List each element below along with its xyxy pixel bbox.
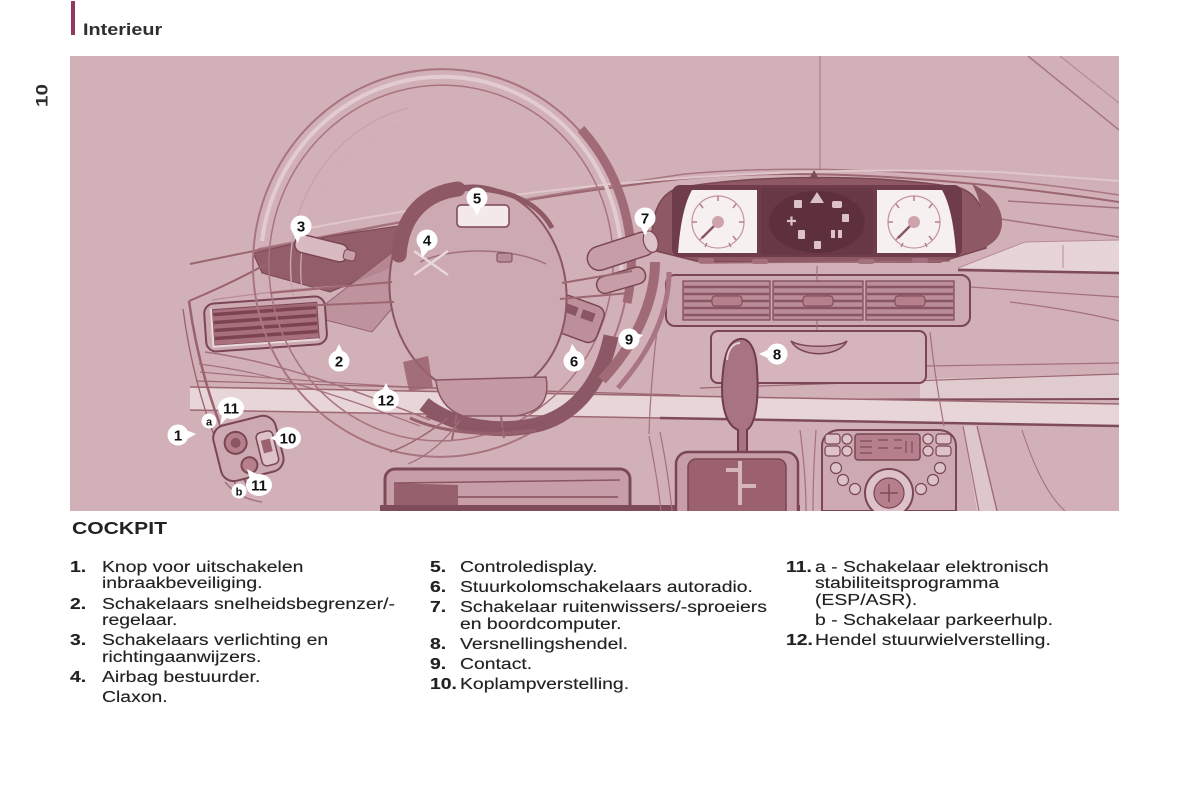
svg-text:2: 2 [335,354,343,371]
svg-text:6: 6 [570,354,578,371]
svg-text:7: 7 [641,211,649,228]
svg-text:1: 1 [174,428,182,445]
svg-text:9: 9 [625,332,633,349]
svg-text:11: 11 [223,401,239,418]
svg-text:8: 8 [773,347,781,364]
svg-text:12: 12 [378,393,395,410]
svg-text:4: 4 [423,233,432,250]
svg-text:3: 3 [297,219,305,236]
svg-text:10: 10 [280,431,297,448]
svg-text:11: 11 [251,478,267,495]
svg-text:b: b [236,487,243,499]
svg-text:5: 5 [473,191,481,208]
svg-text:a: a [206,417,213,429]
